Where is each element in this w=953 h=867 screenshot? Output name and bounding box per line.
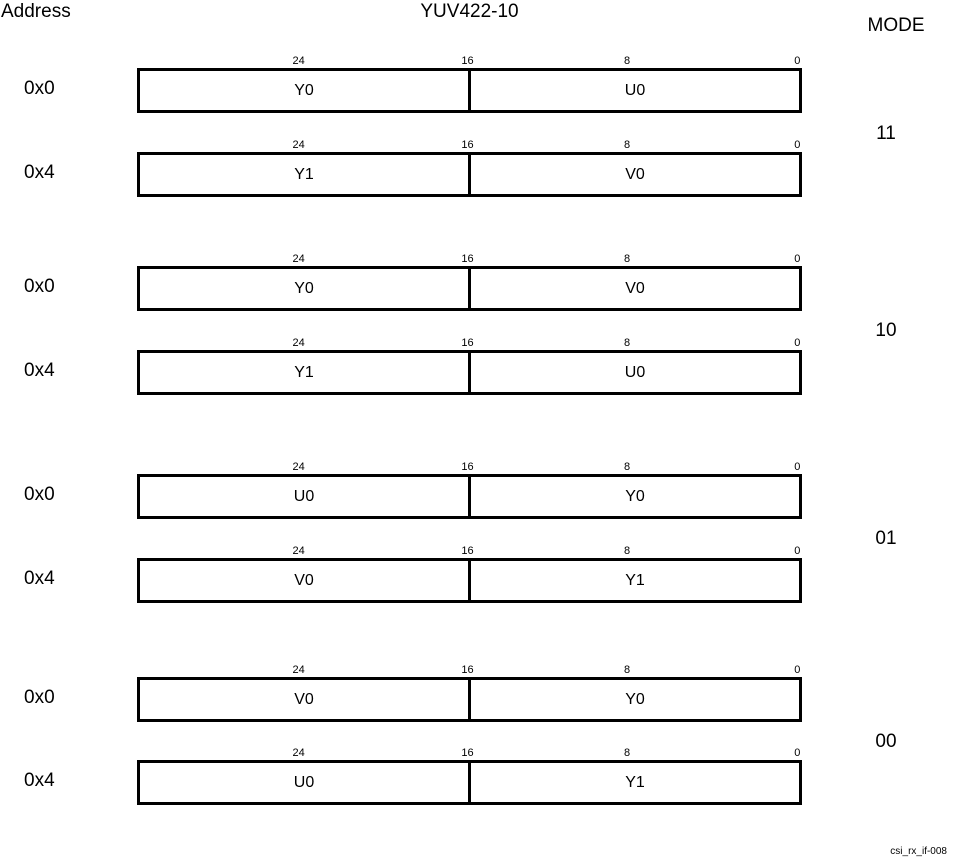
word-field-low: Y1 xyxy=(625,571,645,589)
word-row: 0x4 24 16 8 0 U0 Y1 xyxy=(0,744,953,810)
word-field-high: U0 xyxy=(140,477,471,516)
word-field-low: U0 xyxy=(624,81,646,99)
bit-label-8: 8 xyxy=(624,253,631,265)
address-label: 0x0 xyxy=(24,78,55,99)
bit-label-0: 0 xyxy=(794,337,801,349)
word-field-high: U0 xyxy=(140,763,471,802)
word-box: U0 Y1 xyxy=(137,760,802,805)
word-box: V0 Y1 xyxy=(137,558,802,603)
word-field-high: Y0 xyxy=(140,269,471,308)
bit-label-24: 24 xyxy=(292,747,305,759)
bit-label-16: 16 xyxy=(461,747,474,759)
mode-value: 01 xyxy=(875,528,897,549)
bit-label-8: 8 xyxy=(624,461,631,473)
word-field-low: U0 xyxy=(624,363,646,381)
bit-scale: 24 16 8 0 xyxy=(137,334,802,350)
bit-label-16: 16 xyxy=(461,55,474,67)
bit-label-16: 16 xyxy=(461,545,474,557)
word-box: Y0 U0 xyxy=(137,68,802,113)
bit-label-0: 0 xyxy=(794,139,801,151)
word-field-low: V0 xyxy=(625,279,645,297)
bit-label-8: 8 xyxy=(624,139,631,151)
bit-scale: 24 16 8 0 xyxy=(137,52,802,68)
word-box: U0 Y0 xyxy=(137,474,802,519)
figure-id-footnote: csi_rx_if-008 xyxy=(890,846,947,857)
bit-label-0: 0 xyxy=(794,461,801,473)
mode-value: 11 xyxy=(876,123,896,144)
word-box: Y1 U0 xyxy=(137,350,802,395)
bit-label-24: 24 xyxy=(292,545,305,557)
bit-label-8: 8 xyxy=(624,337,631,349)
bit-scale: 24 16 8 0 xyxy=(137,744,802,760)
bit-label-16: 16 xyxy=(461,337,474,349)
bit-label-8: 8 xyxy=(624,747,631,759)
word-row: 0x4 24 16 8 0 V0 Y1 xyxy=(0,542,953,608)
bit-label-8: 8 xyxy=(624,664,631,676)
bit-label-24: 24 xyxy=(292,337,305,349)
address-label: 0x4 xyxy=(24,360,55,381)
bit-scale: 24 16 8 0 xyxy=(137,136,802,152)
word-field-low: Y0 xyxy=(625,690,645,708)
address-label: 0x4 xyxy=(24,568,55,589)
word-box: Y1 V0 xyxy=(137,152,802,197)
address-label: 0x0 xyxy=(24,484,55,505)
diagram-title: YUV422-10 xyxy=(420,1,519,22)
bit-label-8: 8 xyxy=(624,545,631,557)
word-field-high: Y1 xyxy=(140,155,471,194)
bit-label-24: 24 xyxy=(292,55,305,67)
bit-label-16: 16 xyxy=(461,253,474,265)
word-row: 0x4 24 16 8 0 Y1 U0 xyxy=(0,334,953,400)
word-row: 0x0 24 16 8 0 U0 Y0 xyxy=(0,458,953,524)
word-field-low: V0 xyxy=(625,165,645,183)
mode-value: 10 xyxy=(875,320,897,341)
word-field-low: Y0 xyxy=(625,487,645,505)
word-field-high: V0 xyxy=(140,561,471,600)
address-column-header: Address xyxy=(1,1,71,22)
address-label: 0x4 xyxy=(24,770,55,791)
word-row: 0x0 24 16 8 0 Y0 U0 xyxy=(0,52,953,118)
bit-scale: 24 16 8 0 xyxy=(137,661,802,677)
address-label: 0x0 xyxy=(24,687,55,708)
mode-value: 00 xyxy=(875,731,897,752)
word-field-low: Y1 xyxy=(625,773,645,791)
word-field-high: Y1 xyxy=(140,353,471,392)
bit-label-0: 0 xyxy=(794,253,801,265)
bit-label-24: 24 xyxy=(292,664,305,676)
mode-column-header: MODE xyxy=(867,15,925,36)
bit-scale: 24 16 8 0 xyxy=(137,458,802,474)
word-box: Y0 V0 xyxy=(137,266,802,311)
address-label: 0x4 xyxy=(24,162,55,183)
bit-label-16: 16 xyxy=(461,664,474,676)
bit-label-16: 16 xyxy=(461,139,474,151)
bit-label-0: 0 xyxy=(794,55,801,67)
bit-label-24: 24 xyxy=(292,461,305,473)
bit-scale: 24 16 8 0 xyxy=(137,542,802,558)
bit-label-8: 8 xyxy=(624,55,631,67)
word-row: 0x4 24 16 8 0 Y1 V0 xyxy=(0,136,953,202)
word-field-high: Y0 xyxy=(140,71,471,110)
bit-label-0: 0 xyxy=(794,545,801,557)
word-row: 0x0 24 16 8 0 V0 Y0 xyxy=(0,661,953,727)
word-field-high: V0 xyxy=(140,680,471,719)
bit-label-0: 0 xyxy=(794,664,801,676)
word-box: V0 Y0 xyxy=(137,677,802,722)
bit-label-24: 24 xyxy=(292,253,305,265)
bit-scale: 24 16 8 0 xyxy=(137,250,802,266)
bit-label-24: 24 xyxy=(292,139,305,151)
address-label: 0x0 xyxy=(24,276,55,297)
word-row: 0x0 24 16 8 0 Y0 V0 xyxy=(0,250,953,316)
bit-label-0: 0 xyxy=(794,747,801,759)
bit-label-16: 16 xyxy=(461,461,474,473)
